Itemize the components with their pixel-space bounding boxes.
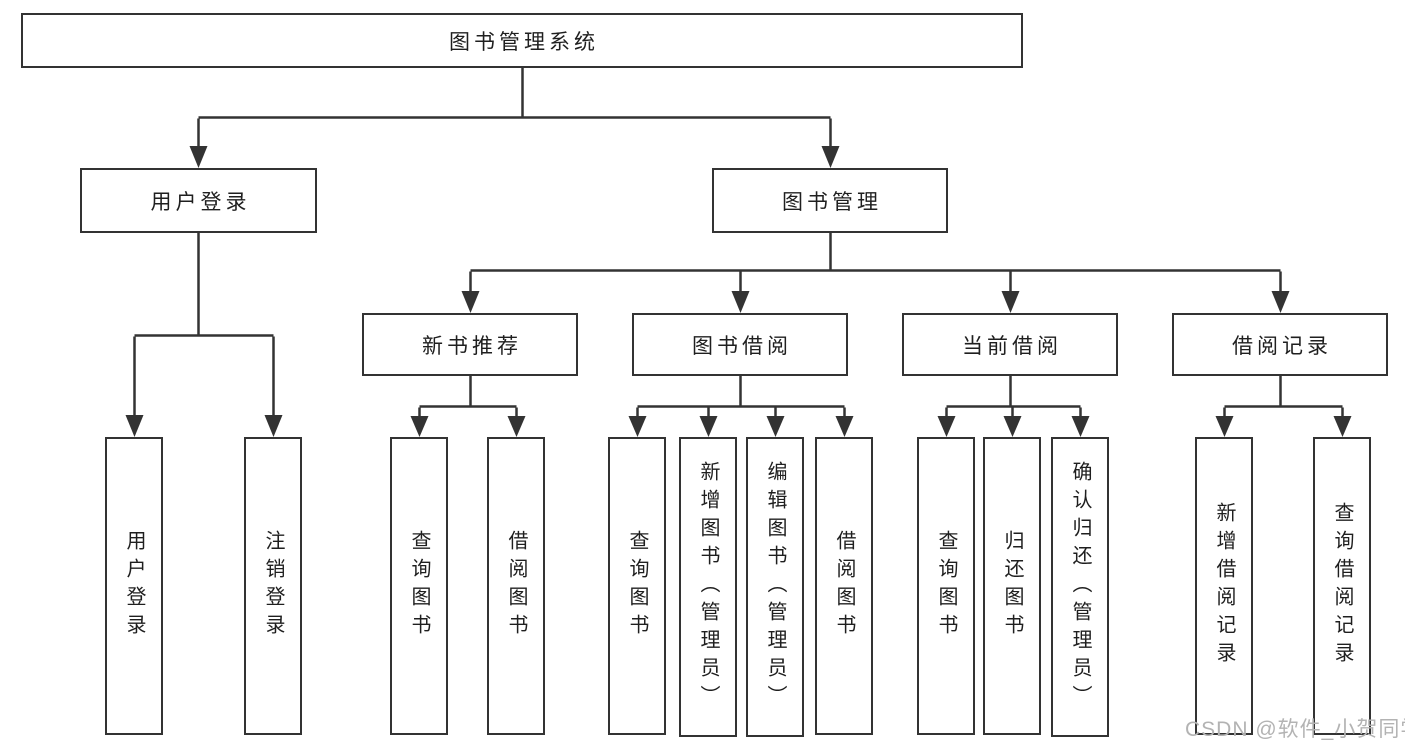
leaf-query-borrowing-record: 查询借阅记录 bbox=[1313, 437, 1371, 735]
leaf-label: 注销登录 bbox=[262, 530, 284, 642]
arrow-down-icon bbox=[410, 416, 429, 437]
node-book-management: 图书管理 bbox=[712, 168, 948, 233]
leaf-label: 新增借阅记录 bbox=[1213, 502, 1235, 670]
arrow-down-icon bbox=[1333, 416, 1352, 437]
leaf-label: 借阅图书 bbox=[833, 530, 855, 642]
arrow-down-icon bbox=[1001, 291, 1020, 313]
leaf-return-books: 归还图书 bbox=[983, 437, 1041, 735]
leaf-borrow-books-under-recommendation: 借阅图书 bbox=[487, 437, 545, 735]
leaf-query-books-under-current: 查询图书 bbox=[917, 437, 975, 735]
connector-current-borrow-children bbox=[945, 376, 1082, 416]
arrow-down-icon bbox=[821, 146, 840, 168]
node-user-login: 用户登录 bbox=[80, 168, 317, 233]
arrow-down-icon bbox=[1071, 416, 1090, 437]
arrow-down-icon bbox=[628, 416, 647, 437]
leaf-add-books-admin: 新增图书（管理员） bbox=[679, 437, 737, 737]
leaf-query-books-under-recommendation: 查询图书 bbox=[390, 437, 448, 735]
arrow-down-icon bbox=[461, 291, 480, 313]
node-borrowing-records: 借阅记录 bbox=[1172, 313, 1388, 376]
arrow-down-icon bbox=[731, 291, 750, 313]
leaf-label: 确认归还（管理员） bbox=[1069, 461, 1091, 713]
connector-book-borrow-children bbox=[636, 376, 846, 416]
leaf-borrow-books-under-borrowing: 借阅图书 bbox=[815, 437, 873, 735]
connector-root-to-level2 bbox=[197, 68, 832, 146]
arrowheads bbox=[125, 146, 1352, 437]
leaf-label: 新增图书（管理员） bbox=[697, 461, 719, 713]
connector-book-mgmt-children bbox=[469, 233, 1282, 291]
leaf-label: 查询图书 bbox=[626, 530, 648, 642]
arrow-down-icon bbox=[189, 146, 208, 168]
connector-user-login-children bbox=[133, 233, 275, 415]
arrow-down-icon bbox=[937, 416, 956, 437]
arrow-down-icon bbox=[264, 415, 283, 437]
arrow-down-icon bbox=[1215, 416, 1234, 437]
node-root-library-management-system: 图书管理系统 bbox=[21, 13, 1023, 68]
connector-new-book-rec-children bbox=[418, 376, 518, 416]
leaf-label: 查询图书 bbox=[935, 530, 957, 642]
arrow-down-icon bbox=[766, 416, 785, 437]
arrow-down-icon bbox=[1271, 291, 1290, 313]
node-new-book-recommendation: 新书推荐 bbox=[362, 313, 578, 376]
connector-borrow-records-children bbox=[1223, 376, 1344, 416]
leaf-label: 查询借阅记录 bbox=[1331, 502, 1353, 670]
leaf-add-borrowing-record: 新增借阅记录 bbox=[1195, 437, 1253, 735]
arrow-down-icon bbox=[507, 416, 526, 437]
leaf-label: 借阅图书 bbox=[505, 530, 527, 642]
leaf-query-books-under-borrowing: 查询图书 bbox=[608, 437, 666, 735]
arrow-down-icon bbox=[125, 415, 144, 437]
leaf-user-login: 用户登录 bbox=[105, 437, 163, 735]
leaf-logout: 注销登录 bbox=[244, 437, 302, 735]
leaf-label: 归还图书 bbox=[1001, 530, 1023, 642]
node-book-borrowing: 图书借阅 bbox=[632, 313, 848, 376]
arrow-down-icon bbox=[1003, 416, 1022, 437]
arrow-down-icon bbox=[835, 416, 854, 437]
leaf-label: 编辑图书（管理员） bbox=[764, 461, 786, 713]
csdn-watermark: CSDN @软件_小贺同学 bbox=[1185, 718, 1405, 741]
leaf-label: 查询图书 bbox=[408, 530, 430, 642]
leaf-edit-books-admin: 编辑图书（管理员） bbox=[746, 437, 804, 737]
leaf-label: 用户登录 bbox=[123, 530, 145, 642]
node-current-borrowing: 当前借阅 bbox=[902, 313, 1118, 376]
leaf-confirm-return-admin: 确认归还（管理员） bbox=[1051, 437, 1109, 737]
arrow-down-icon bbox=[699, 416, 718, 437]
